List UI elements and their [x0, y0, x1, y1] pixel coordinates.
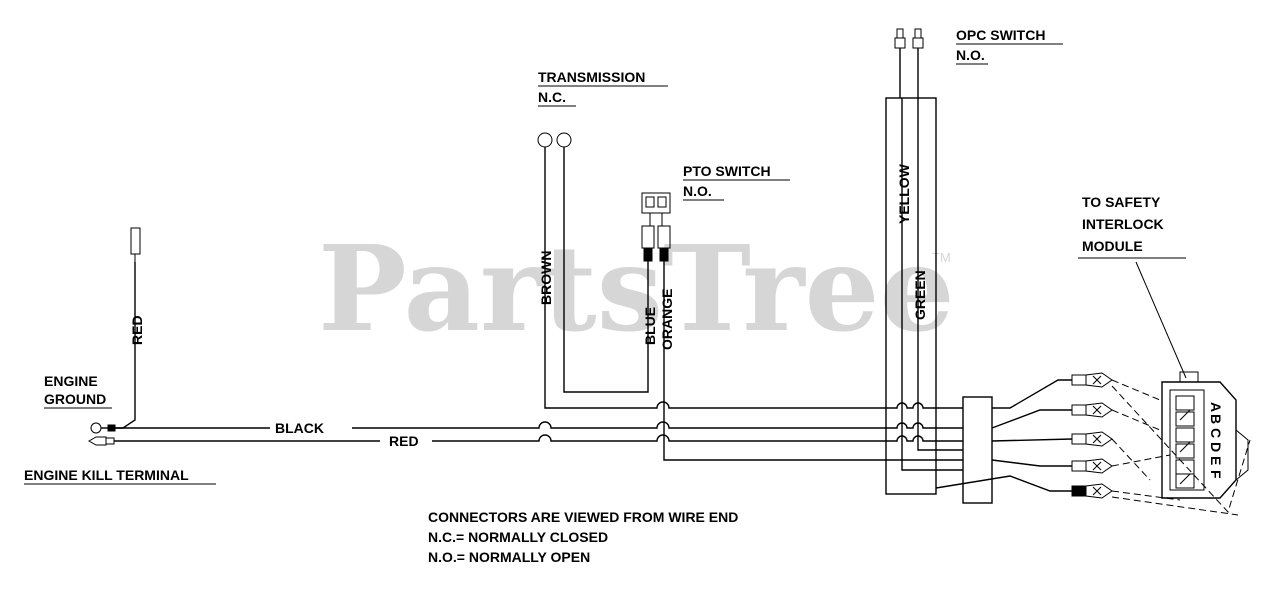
transmission-loop-wire	[563, 160, 649, 393]
note-normally-closed: N.C.= NORMALLY CLOSED	[428, 529, 608, 545]
wire-label-red-vertical: RED	[129, 315, 145, 345]
pin-label-e: E	[1208, 456, 1224, 465]
wire-label-yellow: YELLOW	[896, 163, 912, 224]
wire-label-orange: ORANGE	[659, 289, 675, 350]
engine-kill-label: ENGINE KILL TERMINAL	[24, 467, 189, 483]
wire-label-black: BLACK	[275, 420, 324, 436]
pto-switch-state: N.O.	[683, 183, 712, 199]
watermark-trademark: TM	[932, 250, 951, 265]
lead-to-terminal-2	[991, 409, 1072, 429]
lead-to-terminal-4	[991, 459, 1072, 467]
spade-terminals	[1071, 372, 1113, 499]
lead-to-terminal-1	[992, 379, 1072, 409]
safety-leader-line	[1135, 261, 1187, 379]
pin-label-f: F	[1208, 470, 1224, 479]
pin-label-a: A	[1208, 402, 1224, 412]
wire-label-green: GREEN	[912, 270, 928, 320]
engine-ground-line1: ENGINE	[44, 373, 98, 389]
orange-wire	[663, 261, 963, 461]
red-horizontal-wire	[114, 434, 963, 442]
note-normally-open: N.O.= NORMALLY OPEN	[428, 549, 590, 565]
engine-kill-terminal	[87, 436, 115, 446]
transmission-title: TRANSMISSION	[538, 69, 645, 85]
safety-interlock-connector	[1161, 371, 1249, 499]
engine-ground-terminal	[90, 422, 116, 434]
pin-label-c: C	[1208, 428, 1224, 438]
safety-label-line2: INTERLOCK	[1082, 216, 1164, 232]
pto-switch-title: PTO SWITCH	[683, 163, 771, 179]
lead-to-terminal-3	[991, 438, 1073, 442]
pin-label-d: D	[1208, 442, 1224, 452]
safety-label-line3: MODULE	[1082, 238, 1143, 254]
green-wire	[917, 98, 963, 451]
engine-ground-line2: GROUND	[44, 391, 106, 407]
transmission-terminals	[537, 132, 572, 160]
watermark: PartsTree	[318, 219, 955, 358]
pin-mapping-lines	[1111, 379, 1251, 516]
opc-switch-state: N.O.	[956, 47, 985, 63]
note-connectors-view: CONNECTORS ARE VIEWED FROM WIRE END	[428, 509, 738, 525]
opc-harness-tube	[885, 97, 937, 495]
safety-label-line1: TO SAFETY	[1082, 194, 1161, 210]
transmission-state: N.C.	[538, 89, 566, 105]
opc-switch-terminals	[894, 28, 924, 49]
lead-to-terminal-5	[935, 475, 1072, 492]
red-lead-connector	[130, 227, 141, 262]
yellow-wire	[901, 98, 963, 471]
opc-switch-title: OPC SWITCH	[956, 27, 1045, 43]
pin-label-b: B	[1208, 414, 1224, 424]
wire-label-blue: BLUE	[642, 307, 658, 345]
wire-clamp	[962, 396, 993, 504]
wire-label-red-horizontal: RED	[389, 433, 419, 449]
black-wire	[115, 421, 963, 429]
wire-label-brown: BROWN	[538, 251, 554, 305]
pto-switch-connector	[641, 192, 671, 262]
